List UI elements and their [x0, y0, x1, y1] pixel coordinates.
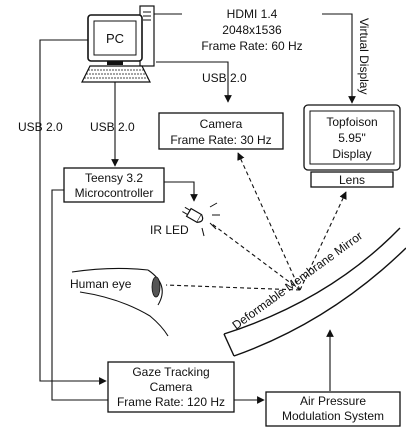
hdmi-label-line3: Frame Rate: 60 Hz — [201, 39, 302, 53]
teensy-box: Teensy 3.2 Microcontroller — [63, 167, 165, 203]
display-label-line3: Display — [332, 147, 371, 161]
human-eye-label: Human eye — [70, 277, 132, 291]
display-label-line2: 5.95" — [338, 131, 366, 145]
pc-label: PC — [106, 31, 124, 46]
display-label-line1: Topfoison — [326, 115, 377, 129]
hdmi-link: HDMI 1.4 2048x1536 Frame Rate: 60 Hz Vir… — [154, 7, 371, 104]
pc-monitor-icon: PC — [87, 14, 143, 65]
keyboard-icon — [81, 65, 151, 83]
usb-camera-label: USB 2.0 — [202, 71, 247, 85]
lens-label: Lens — [339, 173, 365, 187]
ir-led-label: IR LED — [150, 223, 189, 237]
teensy-led-wire — [164, 181, 198, 202]
hdmi-label-line1: HDMI 1.4 — [227, 7, 278, 21]
gaze-label-line1: Gaze Tracking — [132, 365, 209, 379]
human-eye-icon: Human eye — [70, 267, 169, 337]
air-label-line1: Air Pressure — [300, 394, 366, 408]
camera-label-line2: Frame Rate: 30 Hz — [170, 133, 271, 147]
gaze-label-line2: Camera — [150, 380, 193, 394]
optical-paths — [165, 152, 347, 291]
camera-link: USB 2.0 — [156, 61, 247, 103]
usb-teensy-link: USB 2.0 — [90, 82, 135, 167]
virtual-display-label: Virtual Display — [357, 18, 371, 94]
hdmi-label-line2: 2048x1536 — [222, 23, 282, 37]
pc-computer: PC — [81, 5, 155, 83]
topfoison-display: Topfoison 5.95" Display — [303, 104, 401, 171]
gaze-label-line3: Frame Rate: 120 Hz — [117, 395, 225, 409]
usb-gaze-link: USB 2.0 — [18, 39, 107, 385]
camera-label-line1: Camera — [200, 117, 243, 131]
usb-left-label: USB 2.0 — [18, 120, 63, 134]
lens: Lens — [310, 171, 394, 188]
gaze-camera-box: Gaze Tracking Camera Frame Rate: 120 Hz — [107, 361, 235, 413]
air-pressure-box: Air Pressure Modulation System — [265, 391, 401, 427]
mirror-label: Deformable Membrane Mirror — [230, 229, 366, 333]
air-label-line2: Modulation System — [282, 409, 384, 423]
deformable-mirror: Deformable Membrane Mirror — [223, 227, 406, 357]
teensy-label-line1: Teensy 3.2 — [85, 171, 143, 185]
teensy-label-line2: Microcontroller — [75, 186, 154, 200]
camera-box: Camera Frame Rate: 30 Hz — [158, 112, 284, 150]
ir-led-icon: IR LED — [150, 202, 220, 237]
usb-mid-label: USB 2.0 — [90, 120, 135, 134]
